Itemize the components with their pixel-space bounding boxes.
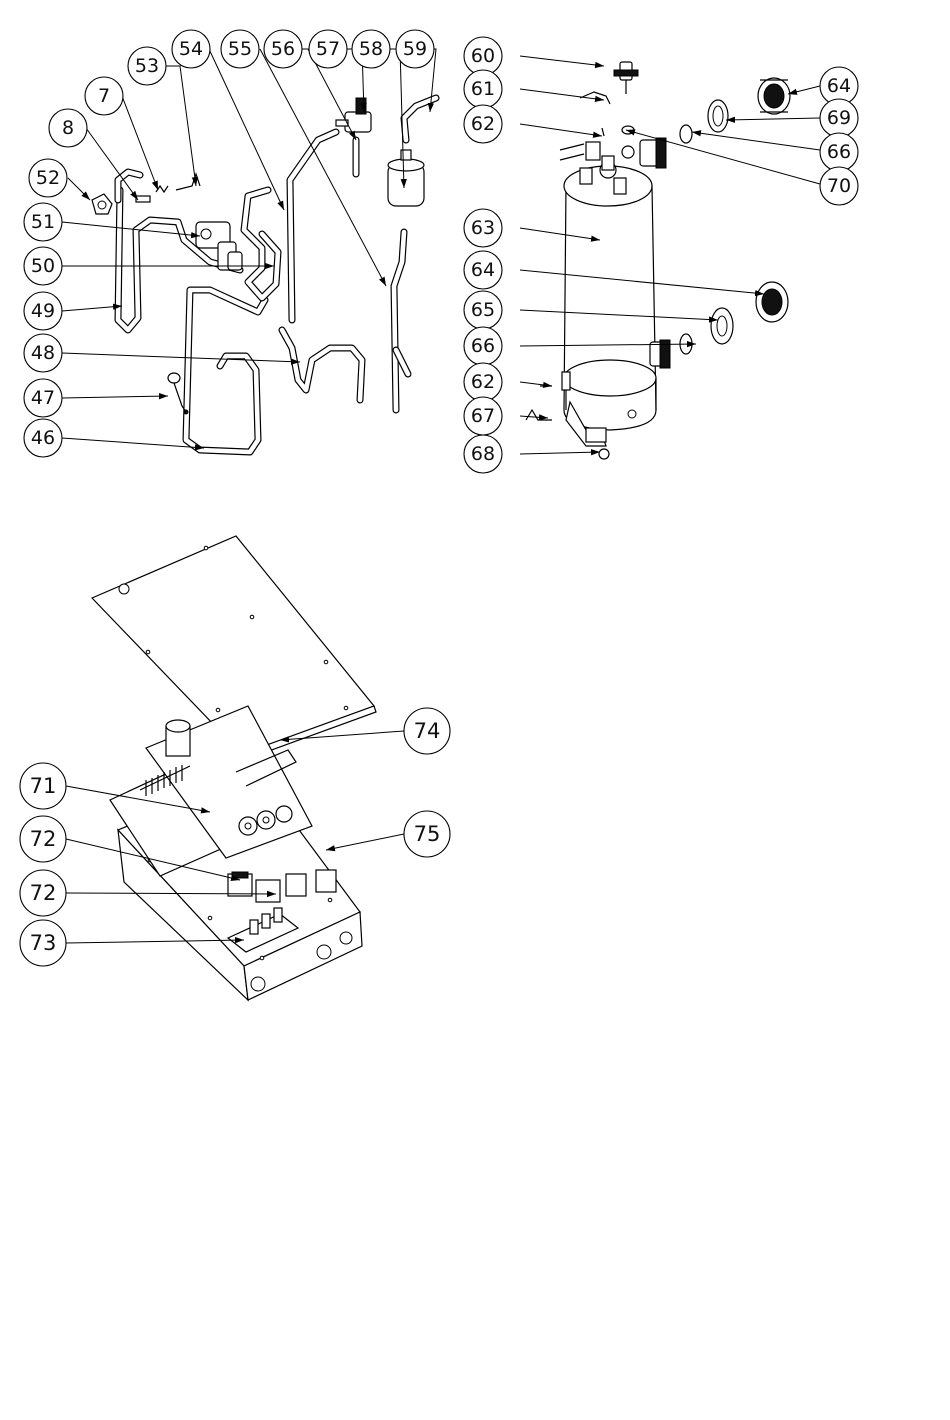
callout-66-mid: 66 [464, 327, 502, 365]
sensor-60 [614, 62, 638, 94]
part-53 [176, 174, 200, 190]
callout-75: 75 [404, 811, 450, 857]
svg-text:64: 64 [827, 75, 851, 97]
callout-73: 73 [20, 920, 66, 966]
svg-text:62: 62 [471, 113, 495, 135]
svg-text:50: 50 [31, 255, 55, 277]
callout-57: 57 [309, 30, 347, 68]
gasket-69 [708, 100, 728, 132]
svg-text:68: 68 [471, 443, 495, 465]
tank-63 [560, 138, 670, 459]
nut-64-mid [756, 282, 788, 322]
callout-52: 52 [29, 159, 67, 197]
oring-66-top [680, 125, 692, 143]
oring-70 [622, 126, 634, 134]
svg-text:71: 71 [30, 774, 57, 798]
svg-text:62: 62 [471, 371, 495, 393]
callout-74: 74 [404, 708, 450, 754]
callout-55: 55 [221, 30, 259, 68]
svg-text:72: 72 [30, 881, 57, 905]
callout-7: 7 [85, 77, 123, 115]
svg-text:59: 59 [403, 38, 427, 60]
callout-48: 48 [24, 334, 62, 372]
svg-text:72: 72 [30, 827, 57, 851]
callout-46: 46 [24, 419, 62, 457]
svg-text:60: 60 [471, 45, 495, 67]
svg-text:49: 49 [31, 300, 55, 322]
callout-62-top: 62 [464, 105, 502, 143]
callout-53: 53 [128, 47, 166, 85]
callout-65: 65 [464, 291, 502, 329]
callout-71: 71 [20, 763, 66, 809]
electrical-box-assembly [92, 536, 376, 1000]
wire-61 [580, 92, 610, 104]
fitting-52 [92, 194, 112, 214]
callout-72-a: 72 [20, 816, 66, 862]
part-8 [136, 196, 150, 202]
svg-text:54: 54 [179, 38, 203, 60]
callout-54: 54 [172, 30, 210, 68]
pin-62-top [602, 128, 604, 136]
svg-text:65: 65 [471, 299, 495, 321]
svg-text:58: 58 [359, 38, 383, 60]
valve-57 [336, 98, 371, 132]
nut-64-top [758, 78, 790, 114]
svg-text:7: 7 [98, 85, 110, 107]
tube-54 [244, 132, 336, 320]
svg-text:46: 46 [31, 427, 55, 449]
callout-63: 63 [464, 209, 502, 247]
svg-text:48: 48 [31, 342, 55, 364]
svg-text:61: 61 [471, 78, 495, 100]
svg-text:8: 8 [62, 117, 74, 139]
callout-50: 50 [24, 247, 62, 285]
svg-text:75: 75 [414, 822, 441, 846]
gasket-65 [711, 308, 733, 344]
callout-62-bottom: 62 [464, 363, 502, 401]
callout-61: 61 [464, 70, 502, 108]
callout-51: 51 [24, 203, 62, 241]
svg-text:67: 67 [471, 405, 495, 427]
svg-text:63: 63 [471, 217, 495, 239]
svg-text:74: 74 [414, 719, 441, 743]
callout-67: 67 [464, 397, 502, 435]
callout-64-mid: 64 [464, 251, 502, 289]
svg-text:57: 57 [316, 38, 340, 60]
callout-47: 47 [24, 379, 62, 417]
svg-text:70: 70 [827, 175, 851, 197]
callout-66-top: 66 [820, 133, 858, 171]
callout-59: 59 [396, 30, 434, 68]
callout-8: 8 [49, 109, 87, 147]
callout-70: 70 [820, 167, 858, 205]
callout-60: 60 [464, 37, 502, 75]
callout-72-b: 72 [20, 870, 66, 916]
svg-text:64: 64 [471, 259, 495, 281]
svg-text:53: 53 [135, 55, 159, 77]
valve-51 [196, 222, 242, 270]
wire-67 [526, 410, 552, 420]
callout-58: 58 [352, 30, 390, 68]
callout-56: 56 [264, 30, 302, 68]
svg-text:55: 55 [228, 38, 252, 60]
tube-55 [394, 232, 408, 410]
callout-49: 49 [24, 292, 62, 330]
svg-text:51: 51 [31, 211, 55, 233]
svg-text:66: 66 [471, 335, 495, 357]
svg-text:69: 69 [827, 107, 851, 129]
tank-assembly [526, 62, 790, 459]
svg-text:52: 52 [36, 167, 60, 189]
svg-text:47: 47 [31, 387, 55, 409]
callout-68: 68 [464, 435, 502, 473]
tube-48 [282, 330, 362, 400]
tube-46 [186, 290, 265, 452]
svg-text:66: 66 [827, 141, 851, 163]
callout-69: 69 [820, 99, 858, 137]
filter-drier-58 [388, 150, 424, 206]
svg-text:56: 56 [271, 38, 295, 60]
svg-text:73: 73 [30, 931, 57, 955]
